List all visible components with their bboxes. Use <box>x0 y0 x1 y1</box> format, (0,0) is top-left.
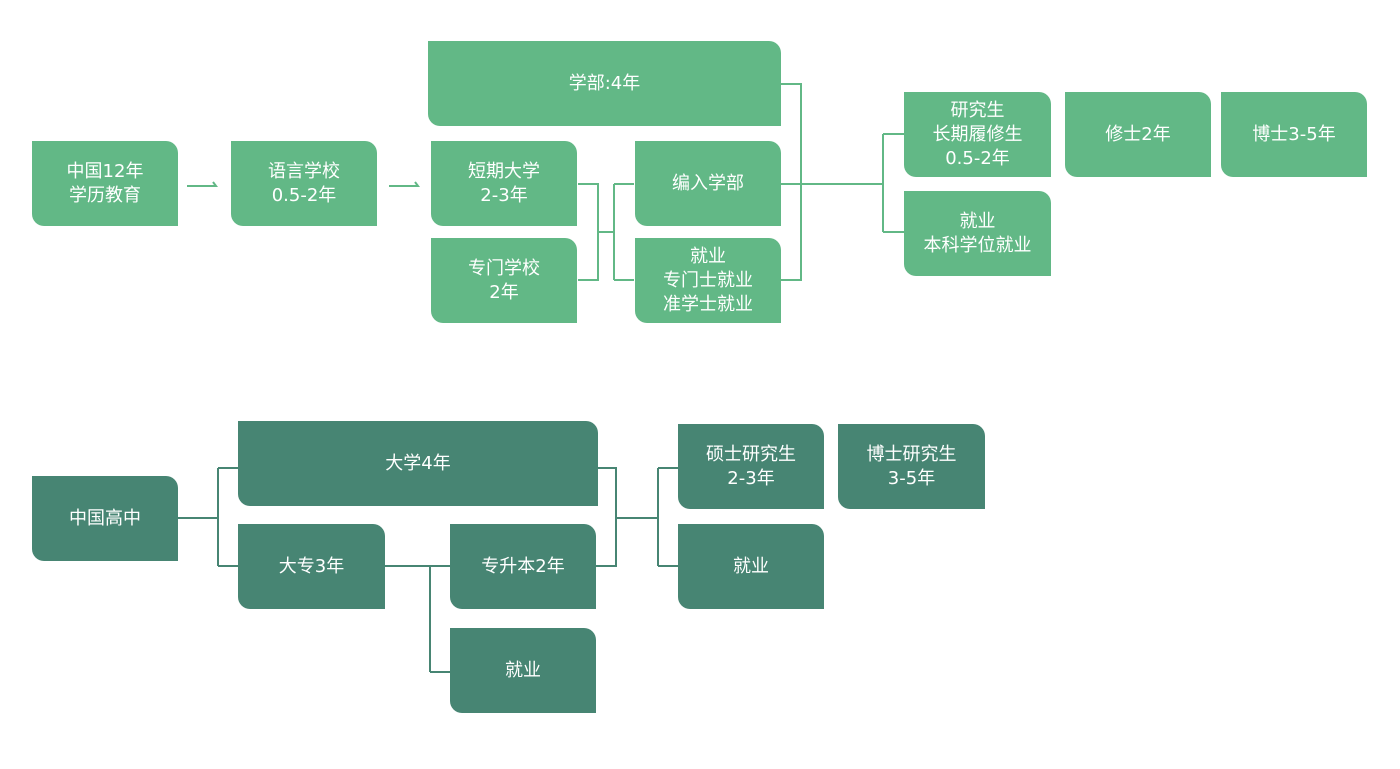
box-line: 2年 <box>489 281 519 303</box>
box-line: 研究生 <box>950 99 1005 121</box>
box-line: 2-3年 <box>480 184 528 206</box>
box-line: 大专3年 <box>278 555 345 577</box>
box-line: 大学4年 <box>385 452 451 474</box>
top-connectors <box>187 83 904 281</box>
box-line: 准学士就业 <box>663 293 753 315</box>
master-2-box: 修士2年 <box>1065 92 1211 177</box>
box-line: 0.5-2年 <box>271 184 337 206</box>
master-grad-box: 硕士研究生 2-3年 <box>678 424 824 509</box>
undergrad-4-box: 学部:4年 <box>428 41 781 126</box>
box-line: 专门学校 <box>468 257 540 279</box>
box-line: 中国高中 <box>69 507 141 529</box>
bottom-connectors <box>178 467 678 673</box>
bracket-bachelor-merge <box>596 467 617 567</box>
box-line: 专升本2年 <box>481 555 565 577</box>
box-line: 短期大学 <box>468 160 540 182</box>
box-line: 硕士研究生 <box>706 443 796 465</box>
box-line: 2-3年 <box>727 467 775 489</box>
arrow-to-language-school <box>187 181 218 187</box>
transfer-undergrad-box: 编入学部 <box>635 141 781 226</box>
arrow-to-university-options <box>389 181 420 187</box>
box-line: 专门士就业 <box>663 269 753 291</box>
box-line: 就业 <box>959 210 996 232</box>
language-school-box: 语言学校 0.5-2年 <box>231 141 377 226</box>
box-line: 语言学校 <box>268 160 340 182</box>
box-line: 就业 <box>505 659 541 681</box>
box-line: 0.5-2年 <box>945 147 1010 169</box>
junior-college-box: 短期大学 2-3年 <box>431 141 577 226</box>
box-line: 3-5年 <box>887 467 936 489</box>
college-3-box: 大专3年 <box>238 524 385 609</box>
doctor-3-5-box: 博士3-5年 <box>1221 92 1367 177</box>
employment-associate-box: 就业 专门士就业 准学士就业 <box>635 238 781 323</box>
employment-after-college-box: 就业 <box>450 628 596 713</box>
bracket-undergrad-merge <box>781 83 802 281</box>
box-line: 就业 <box>733 555 769 577</box>
box-line: 学部:4年 <box>568 72 641 94</box>
box-line: 长期履修生 <box>932 123 1023 145</box>
china-12-years-box: 中国12年 学历教育 <box>32 141 178 226</box>
box-line: 本科学位就业 <box>923 234 1032 256</box>
box-line: 就业 <box>690 245 726 267</box>
vocational-school-box: 专门学校 2年 <box>431 238 577 323</box>
bracket-junior-vocational <box>578 183 599 281</box>
doctor-grad-box: 博士研究生 3-5年 <box>838 424 985 509</box>
high-school-box: 中国高中 <box>32 476 178 561</box>
box-line: 修士2年 <box>1105 123 1171 145</box>
box-line: 博士3-5年 <box>1252 123 1336 145</box>
employment-after-bachelor-box: 就业 <box>678 524 824 609</box>
box-line: 学历教育 <box>69 184 141 206</box>
university-4-box: 大学4年 <box>238 421 598 506</box>
box-line: 编入学部 <box>672 172 744 194</box>
research-student-box: 研究生 长期履修生 0.5-2年 <box>904 92 1051 177</box>
box-line: 中国12年 <box>66 160 144 182</box>
employment-bachelor-box: 就业 本科学位就业 <box>904 191 1051 276</box>
box-line: 博士研究生 <box>866 443 957 465</box>
upgrade-2-box: 专升本2年 <box>450 524 596 609</box>
